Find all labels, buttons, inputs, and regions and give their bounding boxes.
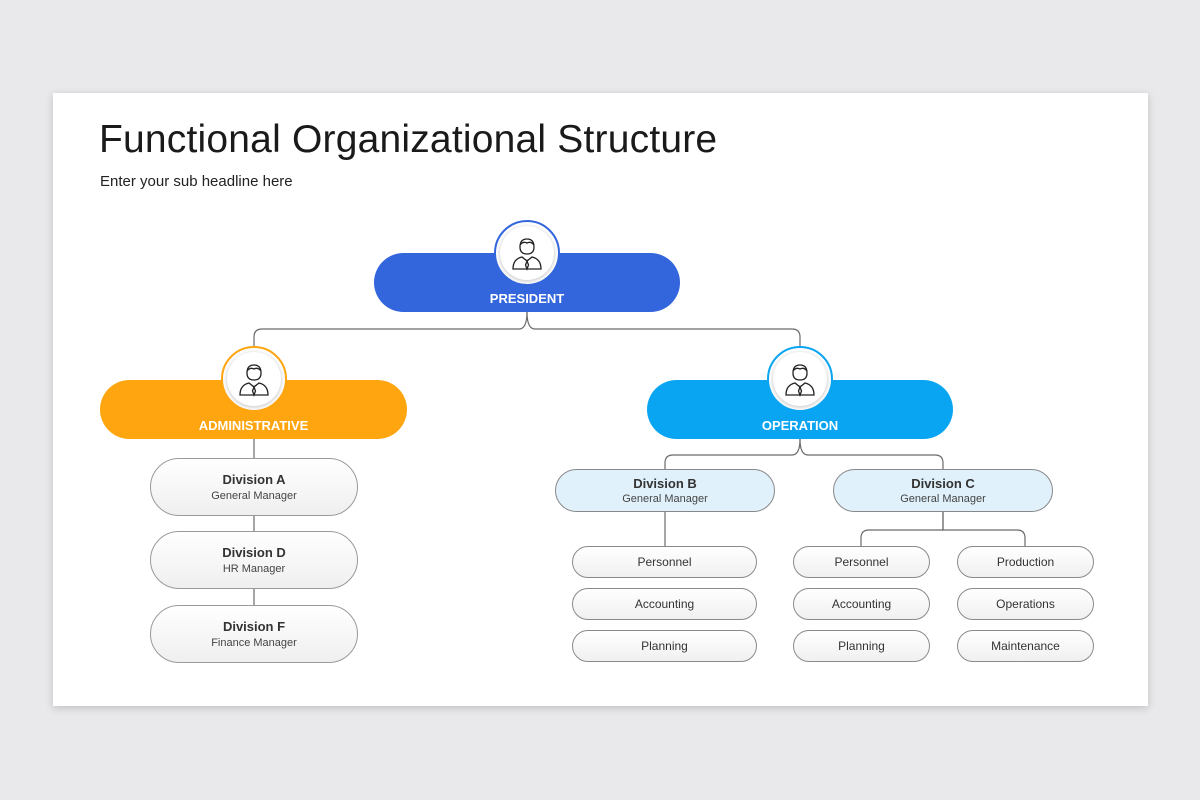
unit-b-personnel: Personnel xyxy=(572,546,757,578)
person-with-tie-icon xyxy=(227,352,281,406)
operation-label: OPERATION xyxy=(761,418,839,433)
connector-president-operation xyxy=(526,311,801,346)
division-role: General Manager xyxy=(211,490,297,502)
page-title: Functional Organizational Structure xyxy=(99,118,718,161)
unit-b-planning: Planning xyxy=(572,630,757,662)
unit-b-accounting: Accounting xyxy=(572,588,757,620)
division-d-box: Division D HR Manager xyxy=(150,531,358,589)
connector-operation-c xyxy=(799,438,944,469)
person-with-tie-icon xyxy=(500,226,554,280)
unit-c-operations: Operations xyxy=(957,588,1094,620)
division-role: General Manager xyxy=(622,493,708,505)
division-name: Division B xyxy=(633,476,697,491)
division-name: Division D xyxy=(222,545,286,560)
division-role: Finance Manager xyxy=(211,637,297,649)
connector-operation-b xyxy=(664,438,801,469)
connector-president-admin xyxy=(253,311,528,346)
division-name: Division F xyxy=(222,619,286,634)
division-f-box: Division F Finance Manager xyxy=(150,605,358,663)
division-b-box: Division B General Manager xyxy=(555,469,775,512)
division-role: General Manager xyxy=(900,493,986,505)
unit-c-personnel: Personnel xyxy=(793,546,930,578)
unit-c-accounting: Accounting xyxy=(793,588,930,620)
operation-avatar xyxy=(767,346,833,412)
administrative-avatar xyxy=(221,346,287,412)
unit-c-planning: Planning xyxy=(793,630,930,662)
unit-c-maintenance: Maintenance xyxy=(957,630,1094,662)
president-avatar xyxy=(494,220,560,286)
person-with-tie-icon xyxy=(773,352,827,406)
division-name: Division A xyxy=(222,472,286,487)
division-role: HR Manager xyxy=(222,563,286,575)
president-label: PRESIDENT xyxy=(489,291,565,306)
connector-c-right xyxy=(942,512,1026,546)
page-subtitle: Enter your sub headline here xyxy=(100,173,293,190)
unit-c-production: Production xyxy=(957,546,1094,578)
division-name: Division C xyxy=(911,476,975,491)
connector-c-left xyxy=(860,512,944,546)
administrative-label: ADMINISTRATIVE xyxy=(198,418,309,433)
division-c-box: Division C General Manager xyxy=(833,469,1053,512)
division-a-box: Division A General Manager xyxy=(150,458,358,516)
